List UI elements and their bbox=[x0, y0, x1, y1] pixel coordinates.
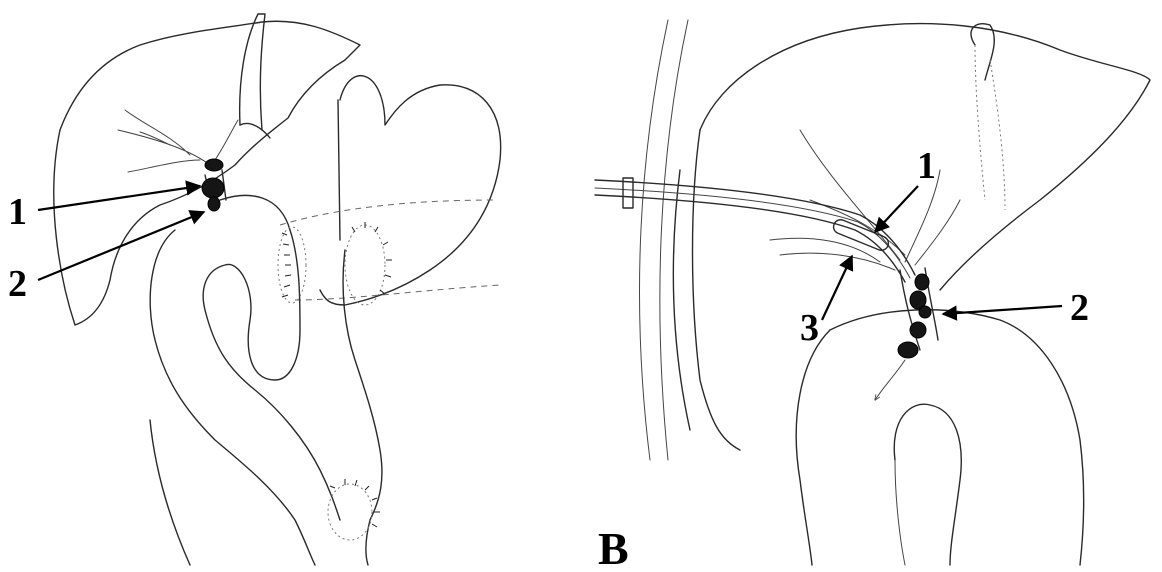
intestine-outline bbox=[203, 195, 340, 520]
panel-a-arrow-2 bbox=[38, 212, 204, 280]
panel-b-title: B bbox=[598, 523, 629, 572]
duodenum-outline bbox=[830, 310, 1084, 565]
stomach-outline bbox=[320, 76, 501, 305]
gallbladder-ligament bbox=[240, 14, 265, 130]
panel-b-label-1: 1 bbox=[917, 145, 936, 187]
flow-arrow bbox=[875, 360, 905, 400]
panel-a-stones bbox=[202, 159, 224, 211]
panel-a-label-2: 2 bbox=[8, 263, 27, 305]
panel-b-label-2: 2 bbox=[1070, 287, 1089, 329]
panel-b-arrow-3 bbox=[822, 256, 852, 320]
suture-lines bbox=[282, 222, 392, 527]
panel-b-arrow-1 bbox=[875, 186, 918, 232]
panel-a-arrow-1 bbox=[38, 186, 200, 210]
panel-b-label-3: 3 bbox=[800, 307, 819, 349]
panel-a-drawing: 1 2 bbox=[8, 14, 501, 565]
panel-a-label-1: 1 bbox=[8, 191, 27, 233]
panel-b-drawing: 1 2 3 B bbox=[595, 20, 1150, 572]
panel-b-arrow-2 bbox=[943, 306, 1062, 314]
